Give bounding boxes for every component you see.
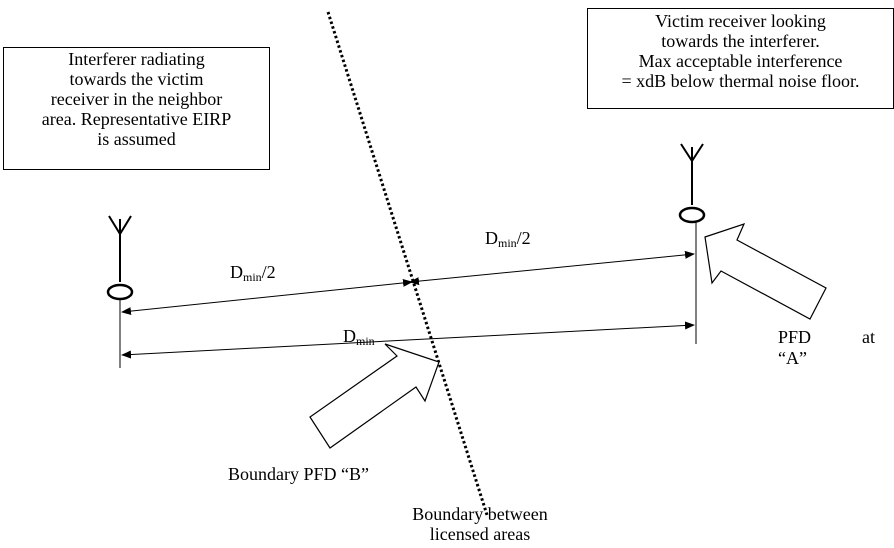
dmin-full-arrow	[121, 321, 695, 359]
dmin-half-left-suffix: /2	[261, 262, 276, 282]
dmin-full-label: Dmin	[343, 326, 375, 348]
pfd-b-label: Boundary PFD “B”	[228, 464, 369, 484]
pfd-a-label-right: at	[862, 327, 875, 347]
dmin-half-right-base: D	[485, 228, 498, 248]
dmin-half-left-arrow	[121, 278, 413, 316]
boundary-caption: Boundary between licensed areas	[380, 504, 580, 544]
victim-antenna-icon	[678, 143, 706, 224]
dmin-full-base: D	[343, 326, 356, 346]
victim-text-line: Max acceptable interference	[638, 51, 843, 71]
pfd-b-arrow-icon	[309, 343, 440, 449]
victim-description-box: Victim receiver looking towards the inte…	[587, 8, 894, 109]
dmin-half-left-label: Dmin/2	[230, 262, 276, 284]
dmin-half-right-label: Dmin/2	[485, 228, 531, 250]
boundary-caption-line: Boundary between	[412, 504, 548, 524]
boundary-line	[326, 11, 489, 516]
interferer-text-line: receiver in the neighbor	[50, 89, 223, 109]
victim-text-line: towards the interferer.	[661, 31, 820, 51]
dmin-half-left-sub: min	[243, 270, 262, 284]
victim-text-line: = xdB below thermal noise floor.	[621, 71, 860, 91]
interferer-antenna-icon	[106, 215, 134, 301]
dmin-half-right-suffix: /2	[516, 228, 531, 248]
interferer-text-line: area. Representative EIRP	[41, 109, 232, 129]
interferer-text-line: is assumed	[97, 129, 176, 149]
dmin-half-right-sub: min	[498, 236, 517, 250]
pfd-a-label-left: PFD	[778, 327, 812, 347]
victim-text-line: Victim receiver looking	[655, 11, 826, 31]
interferer-description-box: Interferer radiating towards the victim …	[3, 47, 270, 170]
interferer-text-line: Interferer radiating	[68, 49, 205, 69]
dmin-full-sub: min	[356, 334, 375, 348]
dmin-half-left-base: D	[230, 262, 243, 282]
pfd-a-arrow-icon	[704, 223, 827, 320]
boundary-caption-line: licensed areas	[429, 524, 531, 544]
interferer-text-line: towards the victim	[69, 69, 204, 89]
dmin-half-right-arrow	[409, 250, 695, 286]
pfd-a-label-quote: “A”	[778, 348, 807, 368]
